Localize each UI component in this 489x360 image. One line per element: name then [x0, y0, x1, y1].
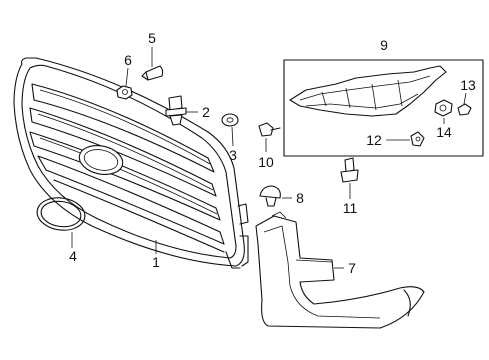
push-pin-5: [141, 65, 164, 81]
callout-10: 10: [258, 154, 274, 170]
callout-12: 12: [366, 132, 382, 148]
callout-3: 3: [229, 147, 237, 163]
emblem-part: [36, 197, 86, 231]
callout-4: 4: [69, 248, 77, 264]
callout-9: 9: [380, 37, 388, 53]
clip-3: [221, 113, 239, 127]
callout-13: 13: [460, 77, 476, 93]
screw-11: [340, 157, 359, 183]
callout-8: 8: [296, 190, 304, 206]
callout-2: 2: [202, 104, 210, 120]
bracket-box-9: [283, 59, 484, 157]
grommet-2: [165, 95, 187, 126]
callout-5: 5: [148, 30, 156, 46]
push-clip-8: [259, 185, 281, 207]
deflector-7: [255, 211, 425, 329]
grille-assembly: [13, 57, 249, 269]
callout-1: 1: [152, 254, 160, 270]
callout-7: 7: [348, 260, 356, 276]
nut-6: [116, 85, 133, 100]
callout-14: 14: [436, 124, 452, 140]
leader-lines: [71, 47, 467, 269]
bolt-10: [258, 122, 281, 137]
callout-6: 6: [124, 52, 132, 68]
callout-11: 11: [342, 200, 358, 216]
